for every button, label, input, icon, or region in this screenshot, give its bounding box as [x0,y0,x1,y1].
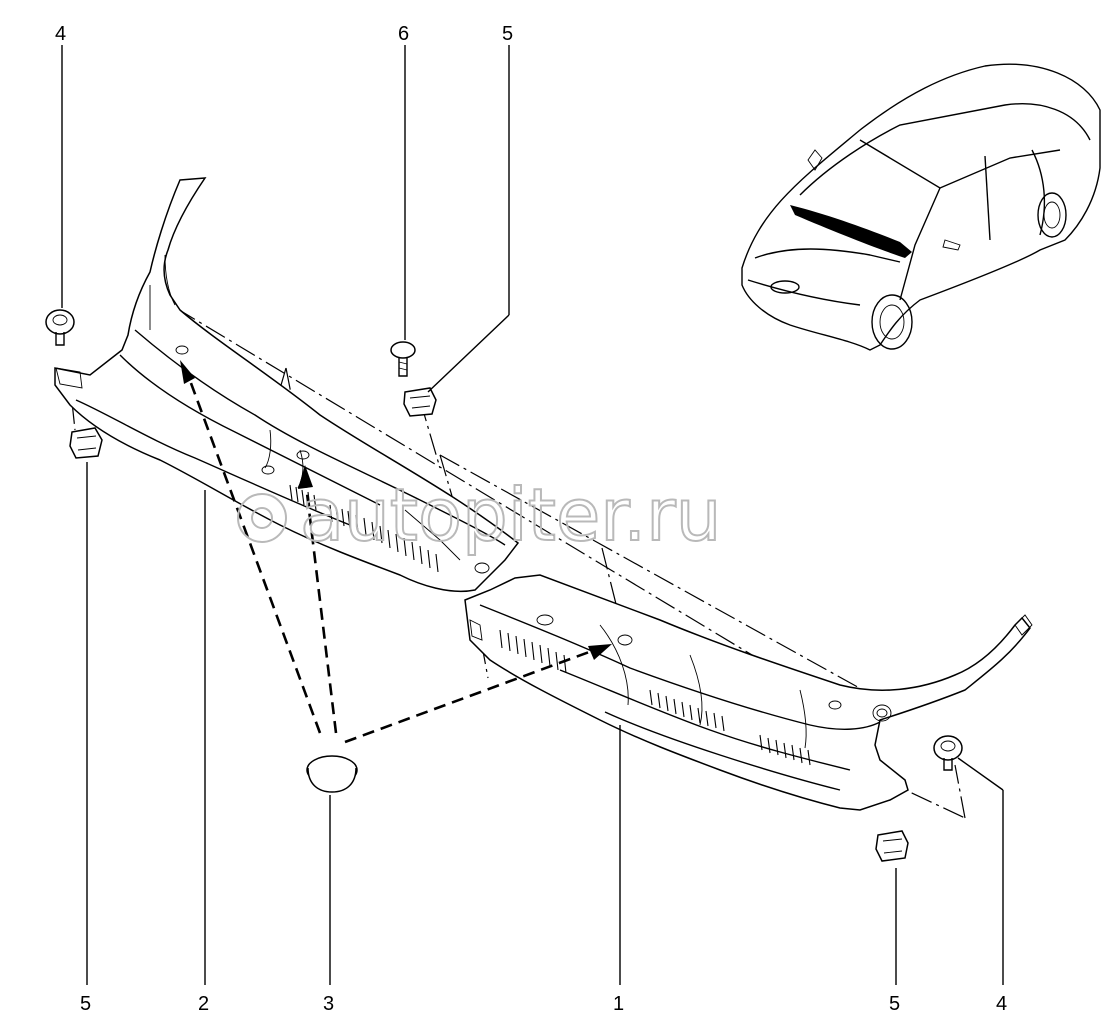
car-overview-icon [741,63,1101,351]
callout-label: 4 [55,23,66,45]
screw-icon [933,735,963,771]
arrowhead [298,465,313,489]
cowl-panel-left [54,177,520,593]
callout-label: 4 [996,993,1007,1015]
screw-icon [45,309,75,346]
callout-label: 3 [323,993,334,1015]
arrowhead [180,360,195,384]
arrowhead [588,644,612,660]
callout-label: 2 [198,993,209,1015]
watermark-text: autopiter.ru [300,473,721,557]
callout-label: 5 [80,993,91,1015]
screw-icon [390,341,416,377]
cowl-panel-right [464,574,1033,811]
clip-icon [403,387,437,417]
watermark: autopiter.ru [237,472,722,558]
callout-label: 5 [889,993,900,1015]
callout-label: 5 [502,23,513,45]
callout-leaders [61,45,1004,985]
plug-leader-arrows [180,360,612,744]
plug-icon [306,755,358,793]
callout-label: 1 [613,993,624,1015]
callout-label: 6 [398,23,409,45]
clip-icon [69,427,103,459]
clip-icon [875,830,909,862]
